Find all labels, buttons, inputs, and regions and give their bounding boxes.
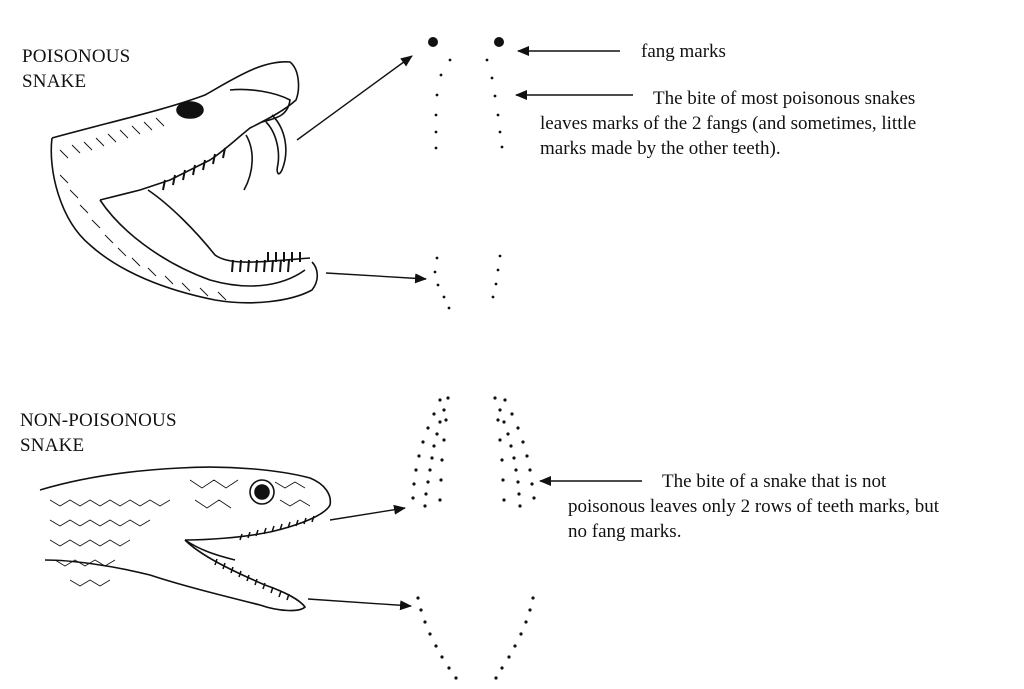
lower-teeth-arc xyxy=(416,596,535,680)
non-poisonous-bite-caption: The bite of a snake that is not poisonou… xyxy=(568,469,939,544)
non-poisonous-snake-label: NON-POISONOUS SNAKE xyxy=(20,408,177,458)
upper-teeth-dots xyxy=(434,58,504,150)
non-poisonous-label-line-2: SNAKE xyxy=(20,435,85,456)
poisonous-snake-label: POISONOUS SNAKE xyxy=(22,44,130,94)
non-poisonous-label-line-1: NON-POISONOUS xyxy=(20,410,177,431)
arrow-jaw-to-marks xyxy=(325,272,427,284)
arrow-lower-jaw-to-marks xyxy=(307,598,412,611)
fang-mark-left xyxy=(428,37,438,47)
non-poisonous-bite-line-1: The bite of a snake that is not xyxy=(662,471,887,492)
poisonous-bite-caption: The bite of most poisonous snakes leaves… xyxy=(540,86,916,161)
fang-marks-caption: fang marks xyxy=(641,41,726,62)
poisonous-snake-illustration xyxy=(50,61,319,304)
poisonous-bite-line-1: The bite of most poisonous snakes xyxy=(653,88,916,109)
poisonous-label-line-2: SNAKE xyxy=(22,71,87,92)
right-teeth-row xyxy=(493,396,536,508)
fang-mark-right xyxy=(494,37,504,47)
poisonous-bite-marks xyxy=(428,37,504,310)
poisonous-bite-line-3: marks made by the other teeth). xyxy=(540,138,781,159)
lower-teeth-dots xyxy=(433,254,502,310)
non-poisonous-bite-line-2: poisonous leaves only 2 rows of teeth ma… xyxy=(568,496,939,517)
non-poisonous-snake-illustration xyxy=(39,466,332,612)
non-poisonous-bite-line-3: no fang marks. xyxy=(568,521,682,542)
left-teeth-row xyxy=(411,396,450,508)
poisonous-bite-line-2: leaves marks of the 2 fangs (and sometim… xyxy=(540,113,917,134)
non-poisonous-bite-marks xyxy=(411,396,536,680)
arrow-upper-jaw-to-marks xyxy=(329,504,406,521)
pointer-arrows xyxy=(296,46,642,611)
arrow-fang-to-marks xyxy=(296,55,413,141)
poisonous-label-line-1: POISONOUS xyxy=(22,46,131,67)
